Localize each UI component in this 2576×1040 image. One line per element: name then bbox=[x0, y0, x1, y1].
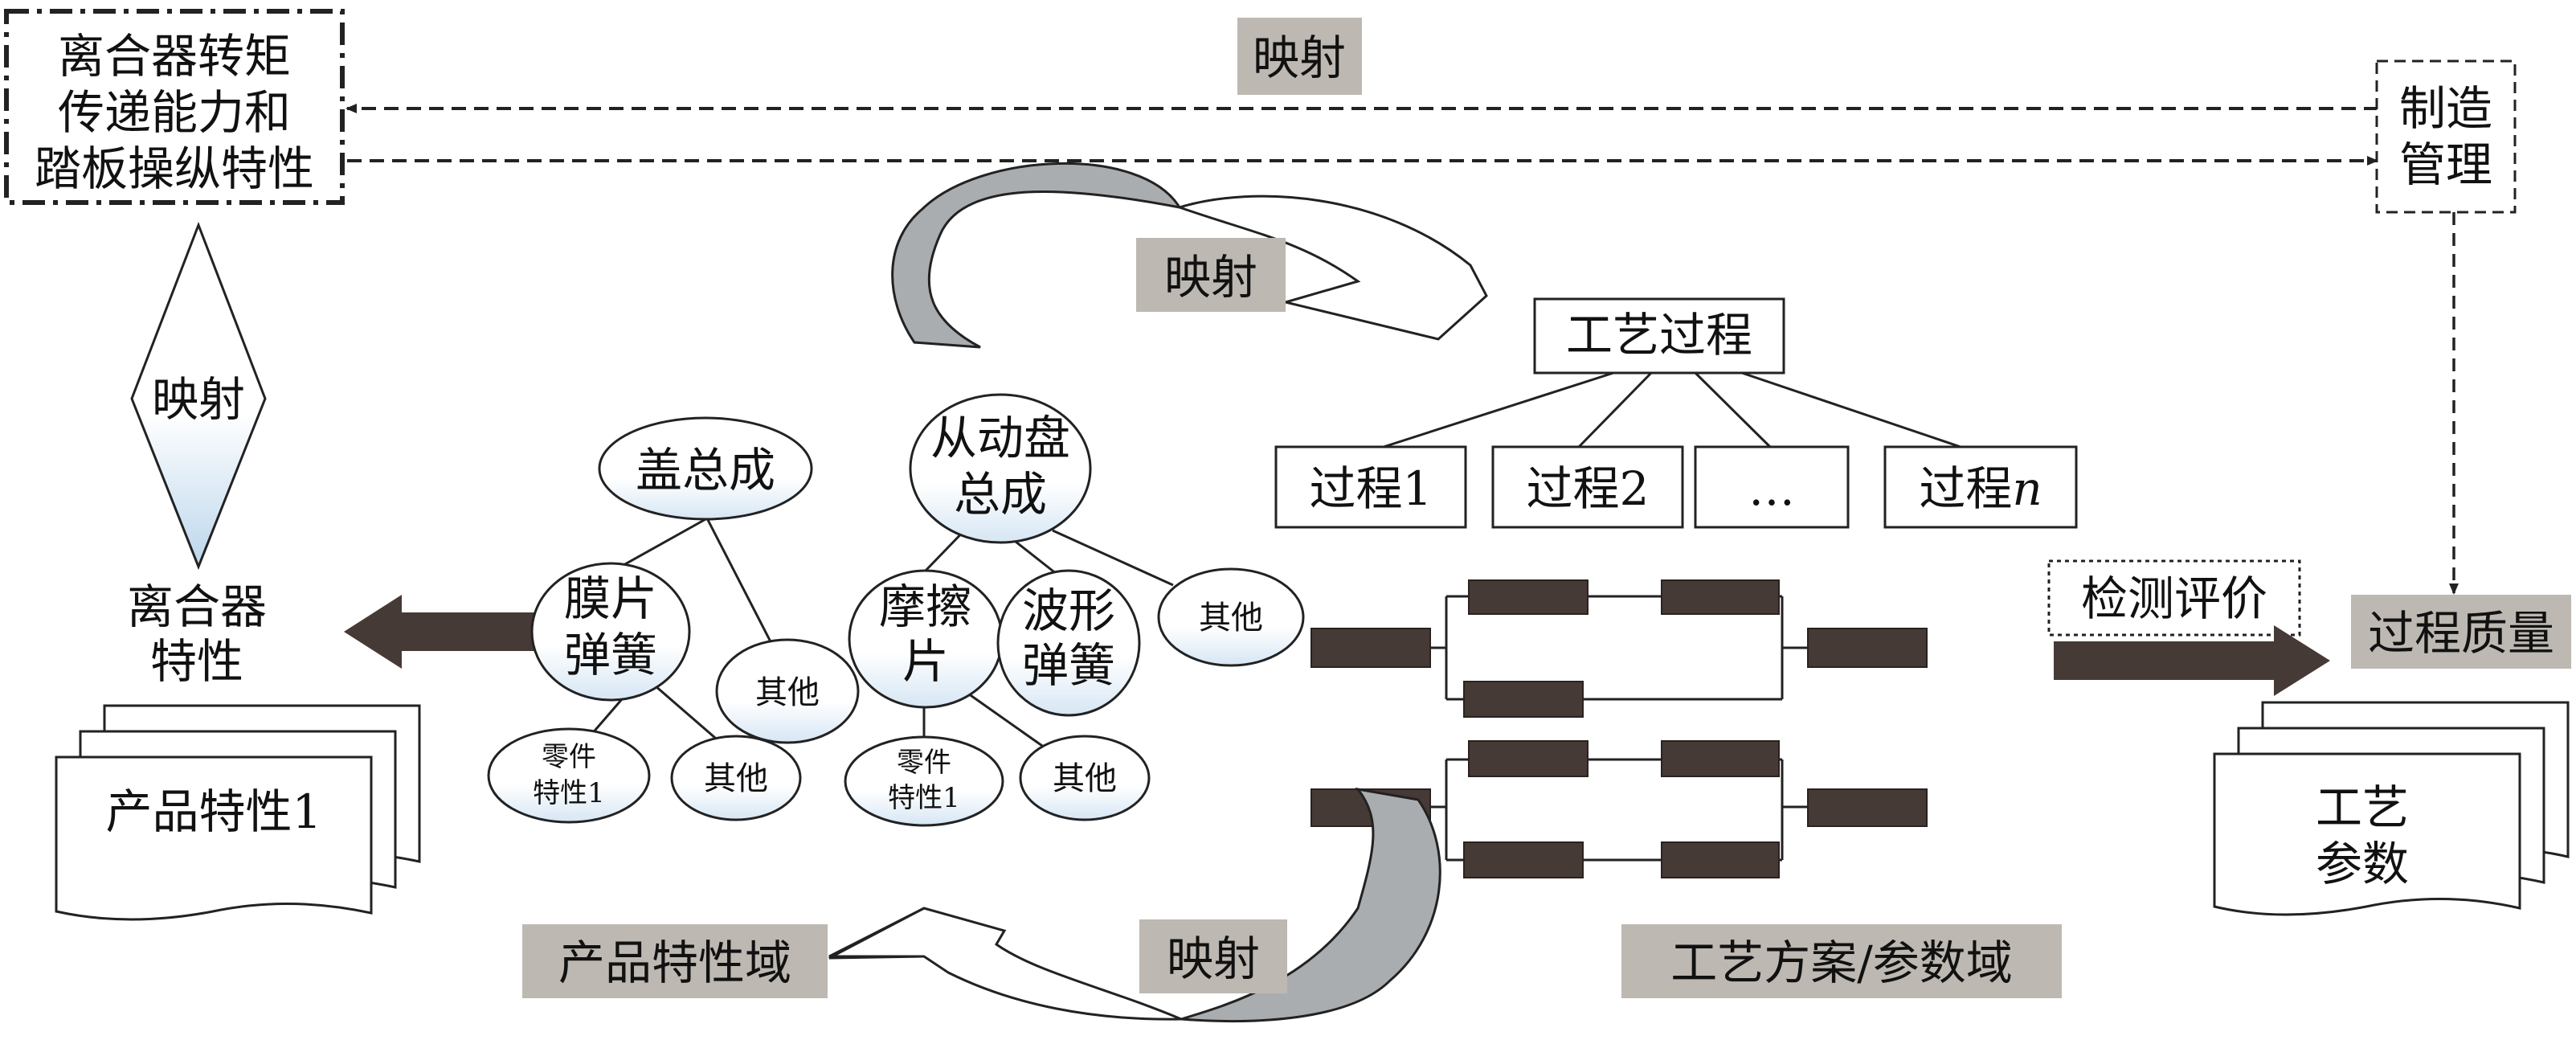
process-block bbox=[1463, 681, 1584, 718]
manufacturing-line-1: 制造 bbox=[2399, 81, 2492, 136]
svg-text:映射: 映射 bbox=[1253, 31, 1346, 85]
manufacturing-line-2: 管理 bbox=[2399, 137, 2492, 192]
svg-text:映射: 映射 bbox=[152, 372, 245, 427]
driven-part-characteristic-node bbox=[844, 735, 1004, 827]
svg-text:映射: 映射 bbox=[1164, 250, 1257, 305]
svg-text:特性1: 特性1 bbox=[888, 782, 960, 814]
svg-text:其他: 其他 bbox=[1053, 760, 1117, 797]
process-block bbox=[1807, 628, 1928, 668]
svg-text:特性1: 特性1 bbox=[533, 777, 605, 809]
driven-other-node-1 bbox=[1157, 567, 1305, 667]
process-block-network-lower bbox=[1430, 758, 1808, 862]
process-item-n bbox=[1883, 445, 2078, 529]
top-box-line-2: 传递能力和 bbox=[58, 85, 291, 140]
product-doc-label: 产品特性1 bbox=[106, 784, 322, 839]
svg-text:过程1: 过程1 bbox=[1310, 461, 1433, 516]
cover-other-node-2 bbox=[670, 735, 802, 821]
process-block bbox=[1468, 740, 1589, 777]
cover-assembly-node bbox=[598, 416, 813, 521]
process-domain-label: 工艺方案/参数域 bbox=[1621, 924, 2062, 998]
svg-text:弹簧: 弹簧 bbox=[564, 628, 657, 682]
mapping-diamond: 映射 bbox=[130, 221, 267, 571]
inspection-evaluation: 检测评价 bbox=[2047, 559, 2330, 696]
process-block bbox=[1807, 788, 1928, 827]
svg-text:…: … bbox=[1748, 461, 1795, 516]
process-block bbox=[1463, 841, 1584, 878]
svg-text:工艺方案/参数域: 工艺方案/参数域 bbox=[1670, 936, 2013, 990]
svg-text:从动盘: 从动盘 bbox=[930, 411, 1070, 465]
wave-spring-node bbox=[996, 569, 1141, 717]
process-block bbox=[1661, 579, 1780, 615]
top-left-characteristics-box: 离合器转矩 传递能力和 踏板操纵特性 bbox=[4, 9, 345, 205]
process-item-ellipsis bbox=[1694, 445, 1850, 529]
svg-text:产品特性域: 产品特性域 bbox=[558, 936, 791, 990]
manufacturing-management-box: 制造 管理 bbox=[2375, 59, 2517, 214]
diaphragm-spring-node bbox=[530, 562, 691, 702]
svg-text:其他: 其他 bbox=[704, 760, 768, 797]
process-block bbox=[1310, 628, 1431, 668]
upper-curve-mapping-arrow: 映射 bbox=[891, 162, 1488, 349]
arrow-to-process-quality bbox=[2054, 625, 2330, 696]
svg-text:零件: 零件 bbox=[897, 747, 951, 779]
params-doc-line-2: 参数 bbox=[2316, 837, 2409, 891]
process-root: 工艺过程 bbox=[1566, 308, 1752, 362]
driven-other-node-2 bbox=[1019, 735, 1151, 821]
top-box-line-3: 踏板操纵特性 bbox=[35, 141, 314, 196]
svg-text:过程质量: 过程质量 bbox=[2368, 606, 2554, 661]
process-parameters-document-stack: 工艺 参数 bbox=[2213, 701, 2570, 916]
clutch-characteristics-line-1: 离合器 bbox=[127, 579, 267, 634]
svg-text:膜片: 膜片 bbox=[564, 571, 657, 626]
product-characteristics-document-stack: 产品特性1 bbox=[55, 704, 421, 921]
svg-text:总成: 总成 bbox=[954, 467, 1047, 522]
svg-text:摩擦: 摩擦 bbox=[879, 579, 972, 634]
svg-text:过程n: 过程n bbox=[1919, 461, 2042, 516]
svg-text:零件: 零件 bbox=[542, 741, 596, 773]
process-block bbox=[1468, 579, 1589, 615]
svg-text:过程2: 过程2 bbox=[1527, 461, 1650, 516]
arrow-to-clutch-characteristics bbox=[344, 595, 537, 669]
svg-text:检测评价: 检测评价 bbox=[2081, 571, 2267, 626]
top-box-line-1: 离合器转矩 bbox=[58, 29, 291, 84]
clutch-characteristics-line-2: 特性 bbox=[150, 634, 243, 689]
svg-text:映射: 映射 bbox=[1167, 931, 1260, 986]
svg-text:片: 片 bbox=[902, 634, 949, 689]
driven-disc-node bbox=[909, 393, 1092, 544]
process-tree: 工艺过程 过程1 过程2 … 过程n bbox=[1274, 297, 2078, 529]
params-doc-line-1: 工艺 bbox=[2316, 780, 2409, 835]
product-domain-label: 产品特性域 bbox=[522, 924, 828, 998]
cover-part-characteristic-node bbox=[487, 727, 651, 824]
svg-text:其他: 其他 bbox=[1199, 600, 1263, 637]
process-item-2 bbox=[1491, 445, 1684, 529]
cover-other-node-1 bbox=[715, 638, 860, 744]
svg-text:弹簧: 弹簧 bbox=[1022, 638, 1115, 693]
process-block bbox=[1661, 841, 1780, 878]
top-mapping-label: 映射 bbox=[1237, 18, 1362, 95]
lower-curve-mapping-arrow: 映射 bbox=[828, 787, 1441, 1023]
driven-disc-tree: 从动盘 总成 摩擦 片 波形 弹簧 其他 零件 特性1 其他 bbox=[844, 393, 1305, 827]
process-quality-label: 过程质量 bbox=[2351, 595, 2571, 669]
svg-text:波形: 波形 bbox=[1022, 583, 1115, 638]
cover-assembly-tree: 盖总成 膜片 弹簧 其他 零件 特性1 其他 bbox=[487, 416, 860, 824]
process-item-1 bbox=[1274, 445, 1467, 529]
process-block bbox=[1661, 740, 1780, 777]
svg-text:盖总成: 盖总成 bbox=[636, 443, 775, 497]
process-block-network-upper bbox=[1430, 595, 1808, 701]
svg-text:其他: 其他 bbox=[755, 674, 820, 711]
